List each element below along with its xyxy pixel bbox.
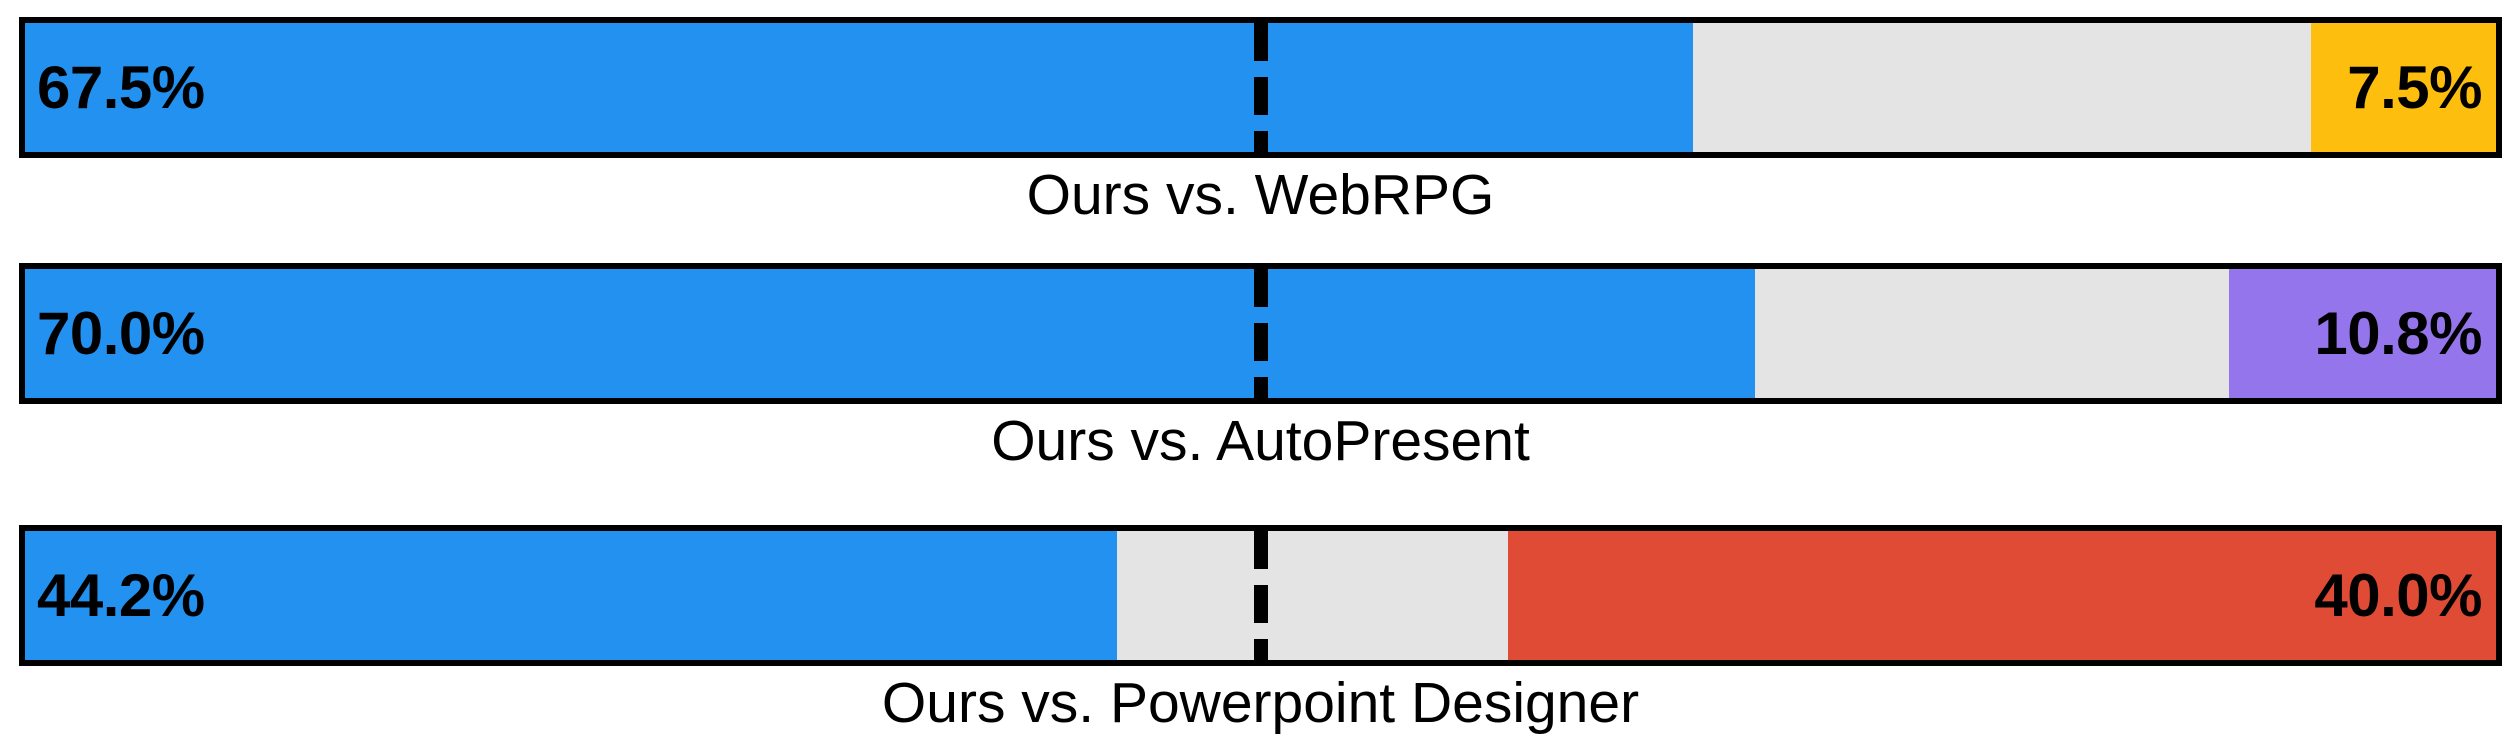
bar-group-autopresent: 70.0% 10.8% Ours vs. AutoPresent — [19, 263, 2502, 470]
segment-tie — [1754, 269, 2230, 398]
segment-win-label: 70.0% — [37, 299, 205, 367]
segment-win: 67.5% — [25, 23, 1693, 152]
segment-lose-label: 40.0% — [2314, 561, 2482, 629]
bar-caption: Ours vs. WebRPG — [1026, 163, 1495, 227]
stacked-bar: 44.2% 40.0% — [19, 525, 2502, 666]
segment-tie — [1692, 23, 2311, 152]
segment-win-label: 67.5% — [37, 53, 205, 121]
segment-lose-label: 7.5% — [2347, 53, 2482, 121]
stacked-bar: 67.5% 7.5% — [19, 17, 2502, 158]
segment-win: 44.2% — [25, 531, 1118, 660]
segment-lose: 40.0% — [1507, 531, 2496, 660]
bar-group-powerpoint-designer: 44.2% 40.0% Ours vs. Powerpoint Designer — [19, 525, 2502, 732]
segment-win-label: 44.2% — [37, 561, 205, 629]
segment-lose: 10.8% — [2229, 269, 2496, 398]
bar-caption: Ours vs. AutoPresent — [991, 409, 1530, 473]
segment-win: 70.0% — [25, 269, 1755, 398]
segment-lose: 7.5% — [2310, 23, 2496, 152]
bar-group-webrpg: 67.5% 7.5% Ours vs. WebRPG — [19, 17, 2502, 224]
segment-tie — [1117, 531, 1508, 660]
bar-caption: Ours vs. Powerpoint Designer — [881, 671, 1640, 735]
stacked-bar: 70.0% 10.8% — [19, 263, 2502, 404]
segment-lose-label: 10.8% — [2314, 299, 2482, 367]
